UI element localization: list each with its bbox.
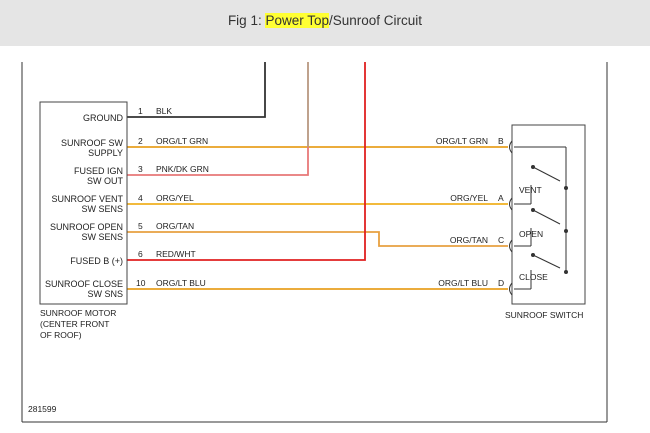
wires: [127, 62, 508, 290]
switch-connectors: [509, 140, 513, 296]
wire-label-org-yel: ORG/YEL: [156, 193, 194, 203]
sunroof-switch-box: [511, 124, 586, 305]
motor-wire-labels: BLK ORG/LT GRN PNK/DK GRN ORG/YEL ORG/TA…: [156, 106, 209, 288]
pin-label-supply-1: SUNROOF SW: [61, 138, 124, 148]
switch-contacts: [531, 165, 568, 274]
motor-pin-numbers: 1 2 3 4 5 6 10: [136, 106, 146, 288]
caption-suffix: /Sunroof Circuit: [329, 13, 423, 28]
pin-number-1: 1: [138, 106, 143, 116]
connector-b: [509, 140, 513, 154]
pin-label-ign-2: SW OUT: [87, 176, 123, 186]
pin-label-open-2: SW SENS: [81, 232, 123, 242]
position-vent: VENT: [519, 185, 542, 195]
connector-d: [509, 282, 513, 296]
wire-label-org-lt-grn: ORG/LT GRN: [156, 136, 208, 146]
switch-pin-c: C: [498, 235, 504, 245]
wire-label-red-wht: RED/WHT: [156, 249, 196, 259]
contact-vent: [564, 186, 568, 190]
pin-label-fused-b: FUSED B (+): [70, 256, 123, 266]
contact-close: [564, 270, 568, 274]
switch-schematic: [514, 146, 567, 290]
motor-name-2: (CENTER FRONT: [40, 319, 109, 329]
connector-a: [509, 197, 513, 211]
wire-pnk-dk-grn: [127, 147, 309, 176]
wire-label-blk: BLK: [156, 106, 172, 116]
pin-label-supply-2: SUPPLY: [88, 148, 123, 158]
caption-highlight: Power Top: [265, 13, 329, 28]
pin-label-close-1: SUNROOF CLOSE: [45, 279, 123, 289]
motor-pin-labels: GROUND SUNROOF SW SUPPLY FUSED IGN SW OU…: [45, 113, 124, 299]
connector-c: [509, 239, 513, 253]
caption-prefix: Fig 1:: [227, 13, 266, 28]
switch-pin-b: B: [498, 136, 504, 146]
switch-wire-label-b: ORG/LT GRN: [436, 136, 488, 146]
wire-blk-ground: [127, 62, 266, 118]
switch-wire-label-c: ORG/TAN: [450, 235, 488, 245]
switch-name: SUNROOF SWITCH: [505, 310, 583, 320]
wire-red-wht: [127, 62, 366, 261]
pin-number-10: 10: [136, 278, 146, 288]
pin-number-2: 2: [138, 136, 143, 146]
switch-position-labels: VENT OPEN CLOSE: [519, 185, 548, 282]
pin-label-ground: GROUND: [83, 113, 123, 123]
switch-pin-d: D: [498, 278, 504, 288]
pin-label-vent-1: SUNROOF VENT: [51, 194, 123, 204]
switch-blade-vent: [532, 166, 561, 182]
pin-label-close-2: SW SNS: [87, 289, 123, 299]
wire-label-pnk-dk-grn: PNK/DK GRN: [156, 164, 209, 174]
contact-vent-pivot: [531, 165, 535, 169]
pin-number-5: 5: [138, 221, 143, 231]
figure-caption: Fig 1: Power Top/Sunroof Circuit: [0, 0, 650, 46]
motor-name-1: SUNROOF MOTOR: [40, 308, 116, 318]
switch-wire-labels: ORG/LT GRN ORG/YEL ORG/TAN ORG/LT BLU: [436, 136, 488, 288]
contact-open: [564, 229, 568, 233]
wire-label-org-tan: ORG/TAN: [156, 221, 194, 231]
position-close: CLOSE: [519, 272, 548, 282]
contact-close-pivot: [531, 253, 535, 257]
sunroof-motor-box: [39, 101, 128, 305]
pin-number-6: 6: [138, 249, 143, 259]
diagram-frame: [21, 62, 608, 423]
switch-wire-label-a: ORG/YEL: [450, 193, 488, 203]
switch-pin-a: A: [498, 193, 504, 203]
pin-label-ign-1: FUSED IGN: [74, 166, 123, 176]
component-names: SUNROOF MOTOR (CENTER FRONT OF ROOF) SUN…: [28, 308, 583, 414]
switch-pin-letters: B A C D: [498, 136, 504, 288]
switch-blade-open: [532, 209, 561, 225]
switch-blade-close: [532, 254, 561, 269]
pin-label-vent-2: SW SENS: [81, 204, 123, 214]
diagram-number: 281599: [28, 404, 57, 414]
pin-number-3: 3: [138, 164, 143, 174]
wire-org-tan: [127, 231, 508, 247]
contact-open-pivot: [531, 208, 535, 212]
pin-label-open-1: SUNROOF OPEN: [50, 222, 123, 232]
switch-wire-label-d: ORG/LT BLU: [438, 278, 488, 288]
wire-label-org-lt-blu: ORG/LT BLU: [156, 278, 206, 288]
position-open: OPEN: [519, 229, 543, 239]
motor-name-3: OF ROOF): [40, 330, 82, 340]
pin-number-4: 4: [138, 193, 143, 203]
